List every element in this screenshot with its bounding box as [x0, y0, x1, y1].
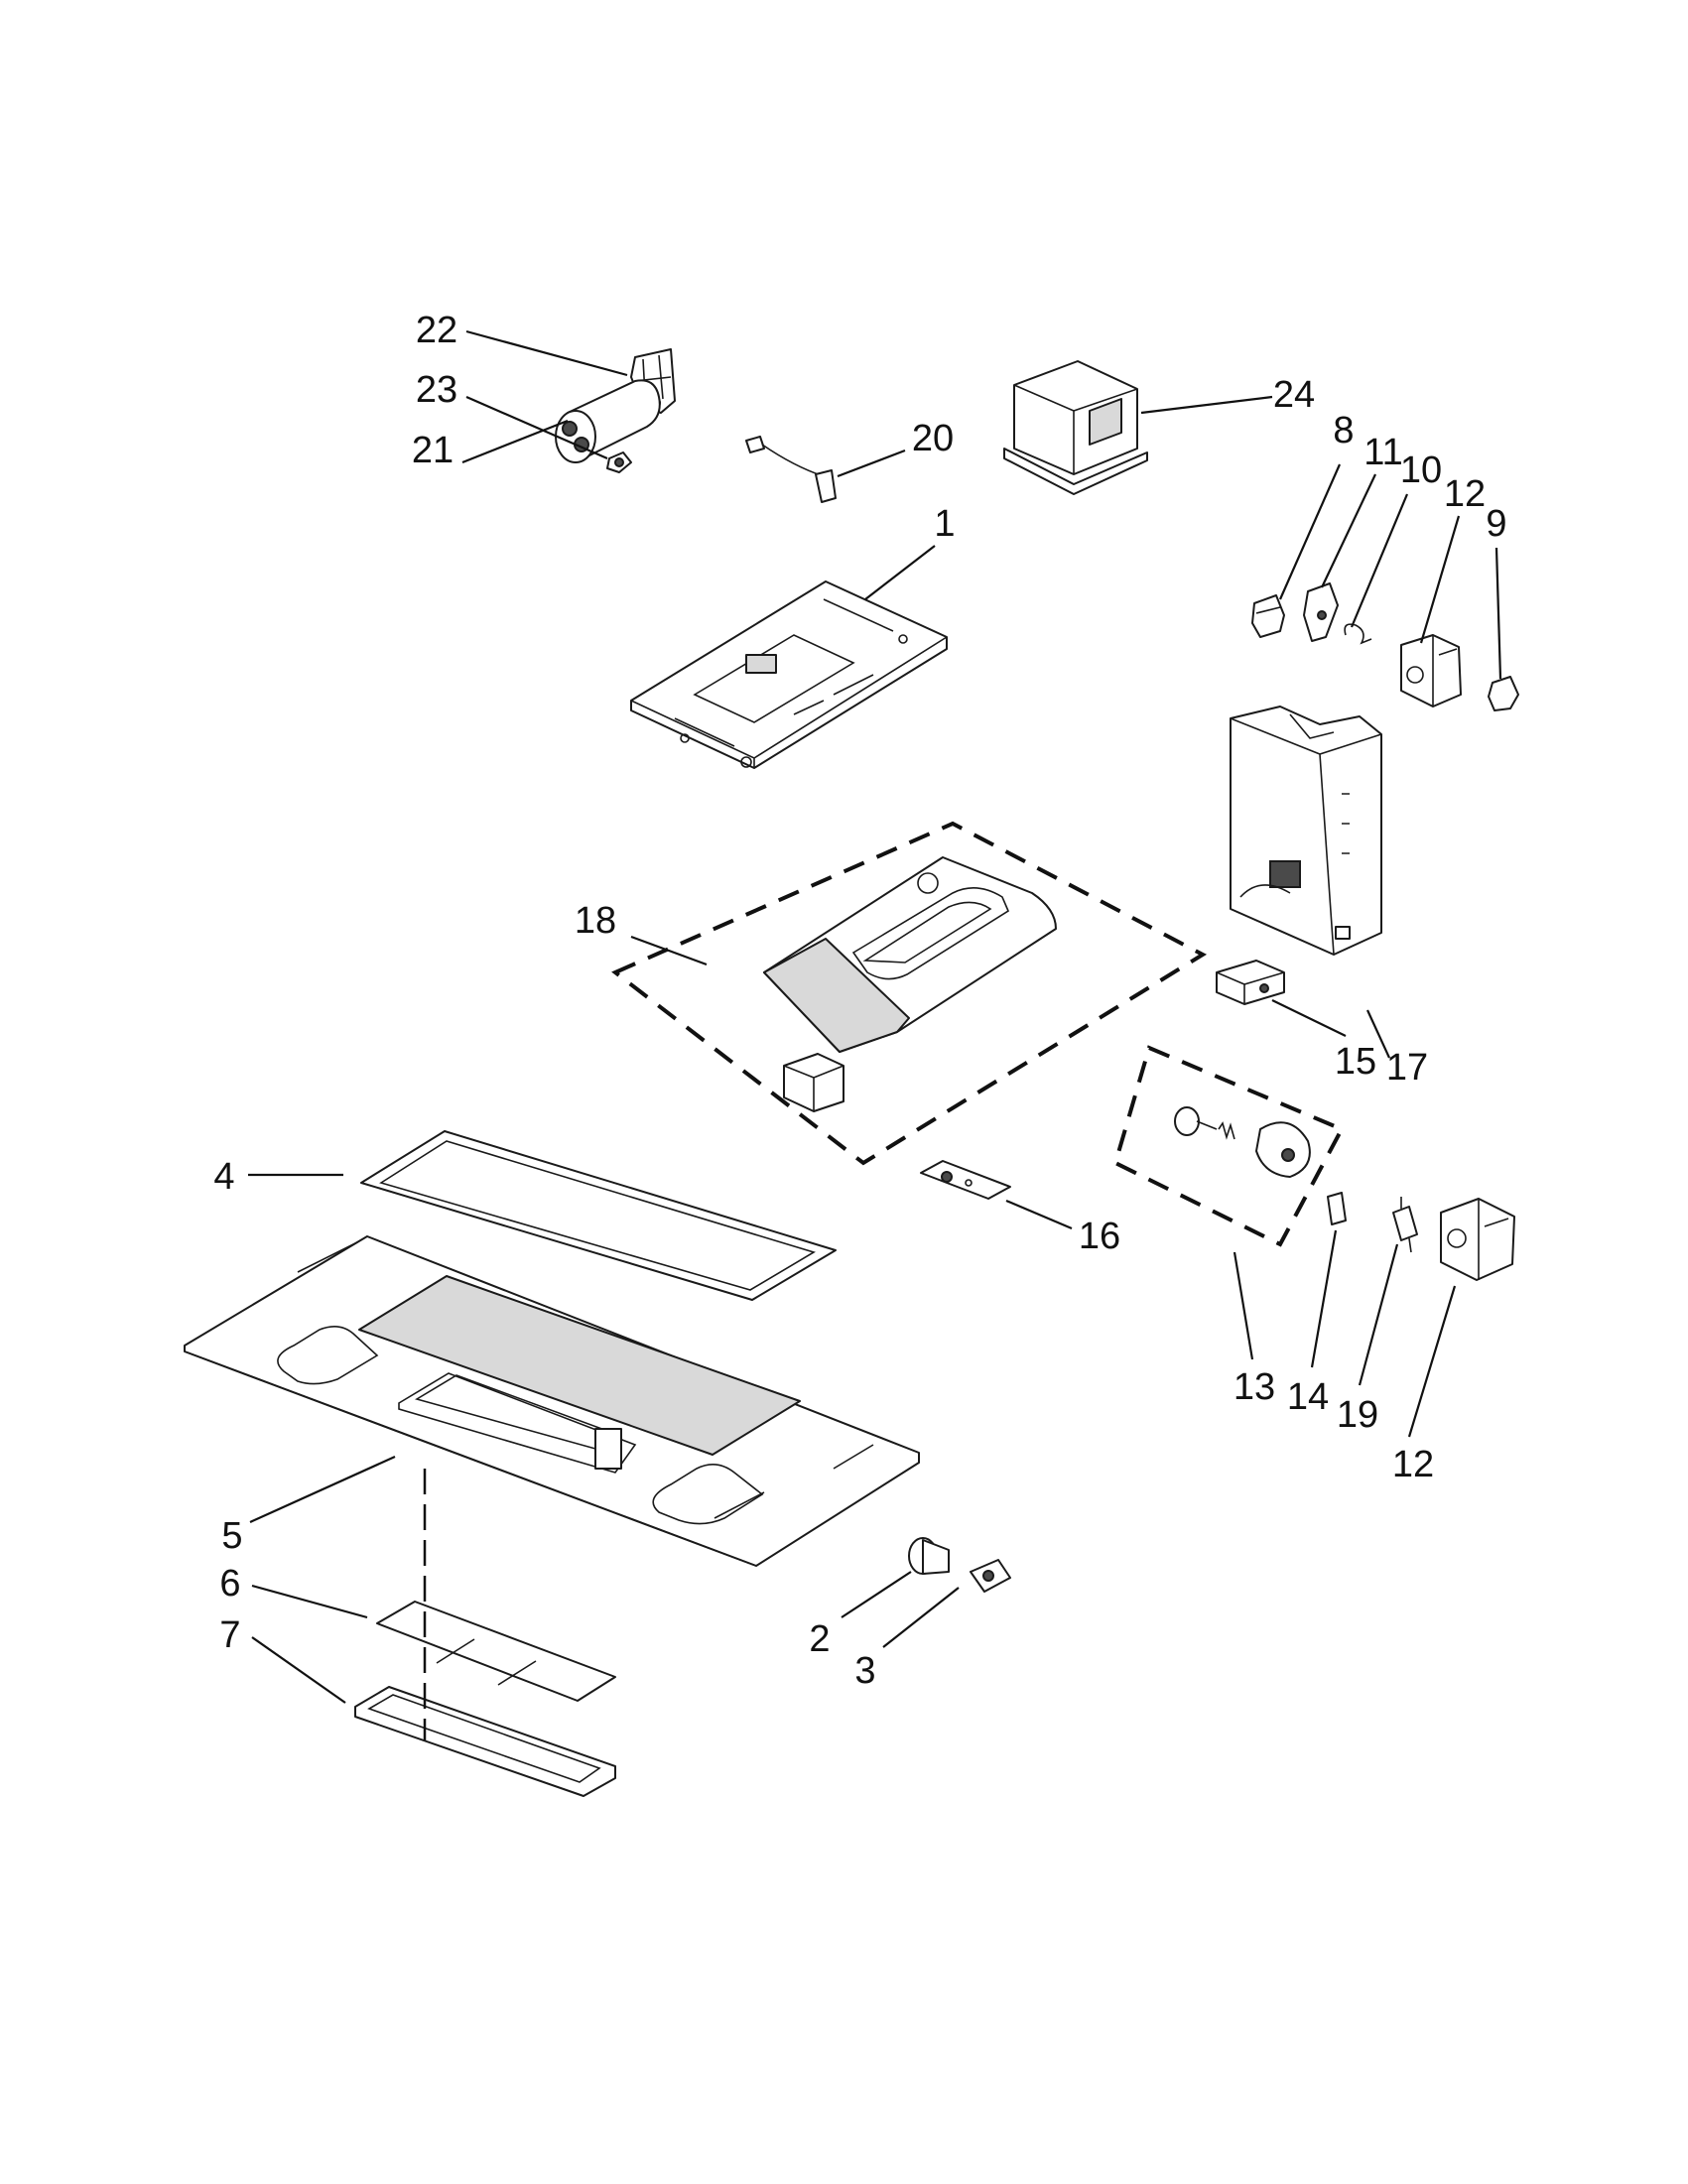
callout-8: 8	[1333, 410, 1354, 451]
part-12-switch-holder-top	[1400, 634, 1462, 707]
part-7-light-cover	[354, 1686, 616, 1797]
callout-15: 15	[1335, 1041, 1376, 1083]
callout-2: 2	[809, 1618, 830, 1660]
part-17-air-guide	[1230, 706, 1382, 956]
callout-12-top: 12	[1444, 473, 1486, 515]
callout-16: 16	[1079, 1216, 1120, 1257]
leader-lines	[248, 329, 1502, 1704]
callout-23: 23	[416, 369, 457, 411]
callout-18: 18	[575, 900, 616, 942]
callout-6: 6	[219, 1563, 240, 1605]
part-20-diode	[745, 436, 837, 503]
part-18-duct-assembly	[611, 821, 1208, 1166]
part-6-lens	[376, 1601, 616, 1702]
part-8-switch	[1251, 594, 1285, 638]
part-11-actuator	[1303, 582, 1339, 642]
callout-7: 7	[219, 1614, 240, 1656]
callout-13: 13	[1234, 1366, 1275, 1408]
callout-17: 17	[1386, 1047, 1428, 1089]
callout-5: 5	[221, 1515, 242, 1557]
part-14-fuse	[1327, 1192, 1347, 1225]
callout-labels: 22 23 21 20 24 8 11 10 12 9 1 18 17 15 4…	[213, 310, 1506, 1692]
part-16-bracket	[920, 1160, 1011, 1200]
part-12-switch-holder-bottom	[1440, 1198, 1515, 1281]
part-4-filter-gasket	[360, 1130, 837, 1301]
callout-1: 1	[934, 503, 955, 545]
callout-21: 21	[412, 430, 454, 471]
part-10-spring	[1344, 623, 1372, 645]
part-9-switch	[1488, 676, 1519, 711]
callout-22: 22	[416, 310, 457, 351]
callout-9: 9	[1486, 503, 1506, 545]
callout-3: 3	[854, 1650, 875, 1692]
callout-10: 10	[1400, 450, 1442, 491]
part-21-capacitor	[555, 379, 661, 463]
callout-20: 20	[912, 418, 954, 459]
callout-11: 11	[1363, 432, 1402, 473]
callout-12-bottom: 12	[1392, 1444, 1434, 1485]
part-24-transformer	[1003, 360, 1148, 495]
callout-24: 24	[1273, 374, 1315, 416]
part-23-clip	[606, 451, 632, 473]
part-15-thermal-cutout	[1216, 960, 1285, 1005]
callout-14: 14	[1287, 1376, 1329, 1418]
callout-19: 19	[1337, 1394, 1378, 1436]
part-19-sensor	[1392, 1197, 1418, 1253]
part-1-base-plate	[630, 580, 948, 769]
part-2-lamp	[908, 1537, 950, 1575]
part-13-latch-assembly	[1112, 1045, 1345, 1247]
callout-4: 4	[213, 1156, 234, 1198]
part-5-bottom-plate	[184, 1235, 920, 1567]
part-3-lamp-socket	[970, 1559, 1011, 1593]
